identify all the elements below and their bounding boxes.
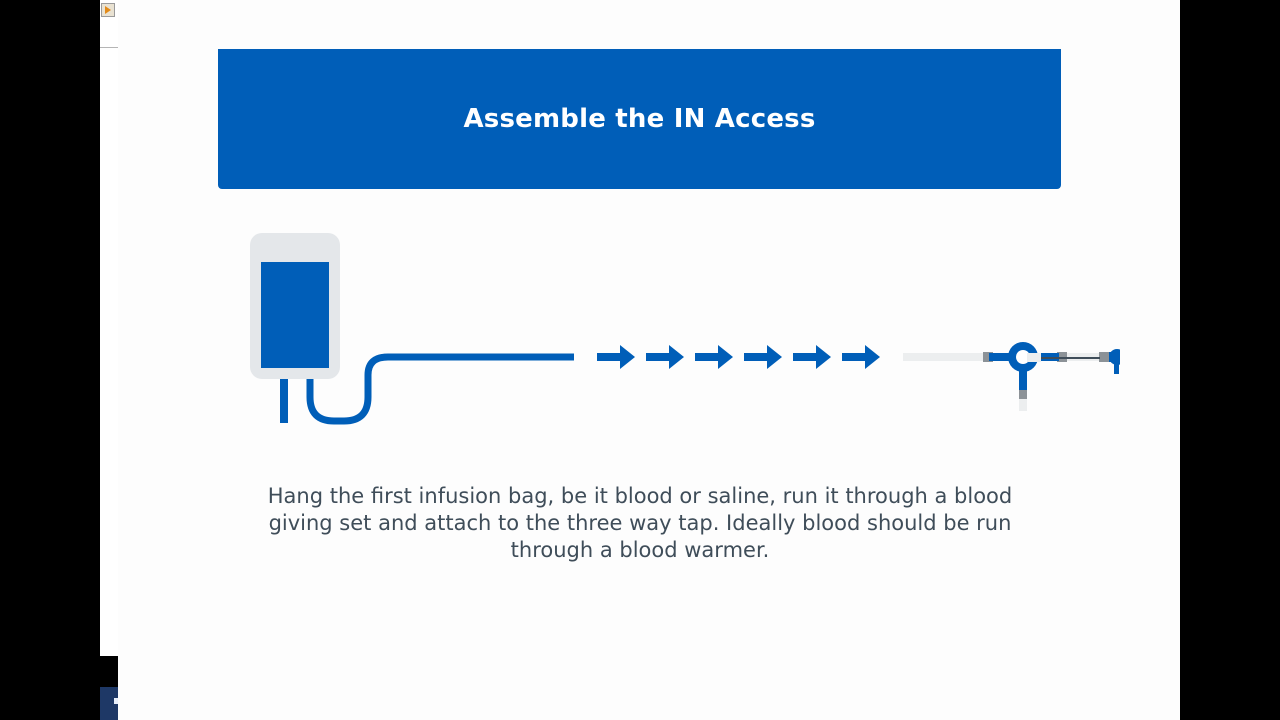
sidebar-bottom-tab-mark — [114, 698, 118, 704]
instruction-text: Hang the first infusion bag, be it blood… — [267, 484, 1013, 562]
slide-title: Assemble the IN Access — [463, 104, 816, 134]
arrow-right-icon — [597, 345, 635, 369]
play-icon — [105, 6, 111, 14]
slide-frame: Assemble the IN Access — [100, 0, 1180, 720]
arrow-right-icon — [842, 345, 880, 369]
arrow-right-icon — [793, 345, 831, 369]
cannula-needle — [1040, 357, 1100, 359]
tubing-icon — [306, 353, 574, 425]
sidebar-divider — [100, 47, 118, 48]
flow-arrows — [597, 345, 880, 369]
infusion-setup-illustration — [250, 233, 1120, 425]
cannula-icon — [1099, 349, 1120, 374]
arrow-right-icon — [695, 345, 733, 369]
arrow-right-icon — [744, 345, 782, 369]
cannula-hub — [1027, 353, 1041, 362]
arrow-right-icon — [646, 345, 684, 369]
three-way-tap-icon — [903, 342, 1099, 411]
title-banner: Assemble the IN Access — [218, 49, 1061, 189]
infusion-bag-icon — [250, 233, 574, 425]
media-player-icon[interactable] — [101, 3, 115, 17]
sidebar-bottom-tab[interactable] — [100, 687, 118, 720]
left-sidebar-strip — [100, 0, 118, 720]
